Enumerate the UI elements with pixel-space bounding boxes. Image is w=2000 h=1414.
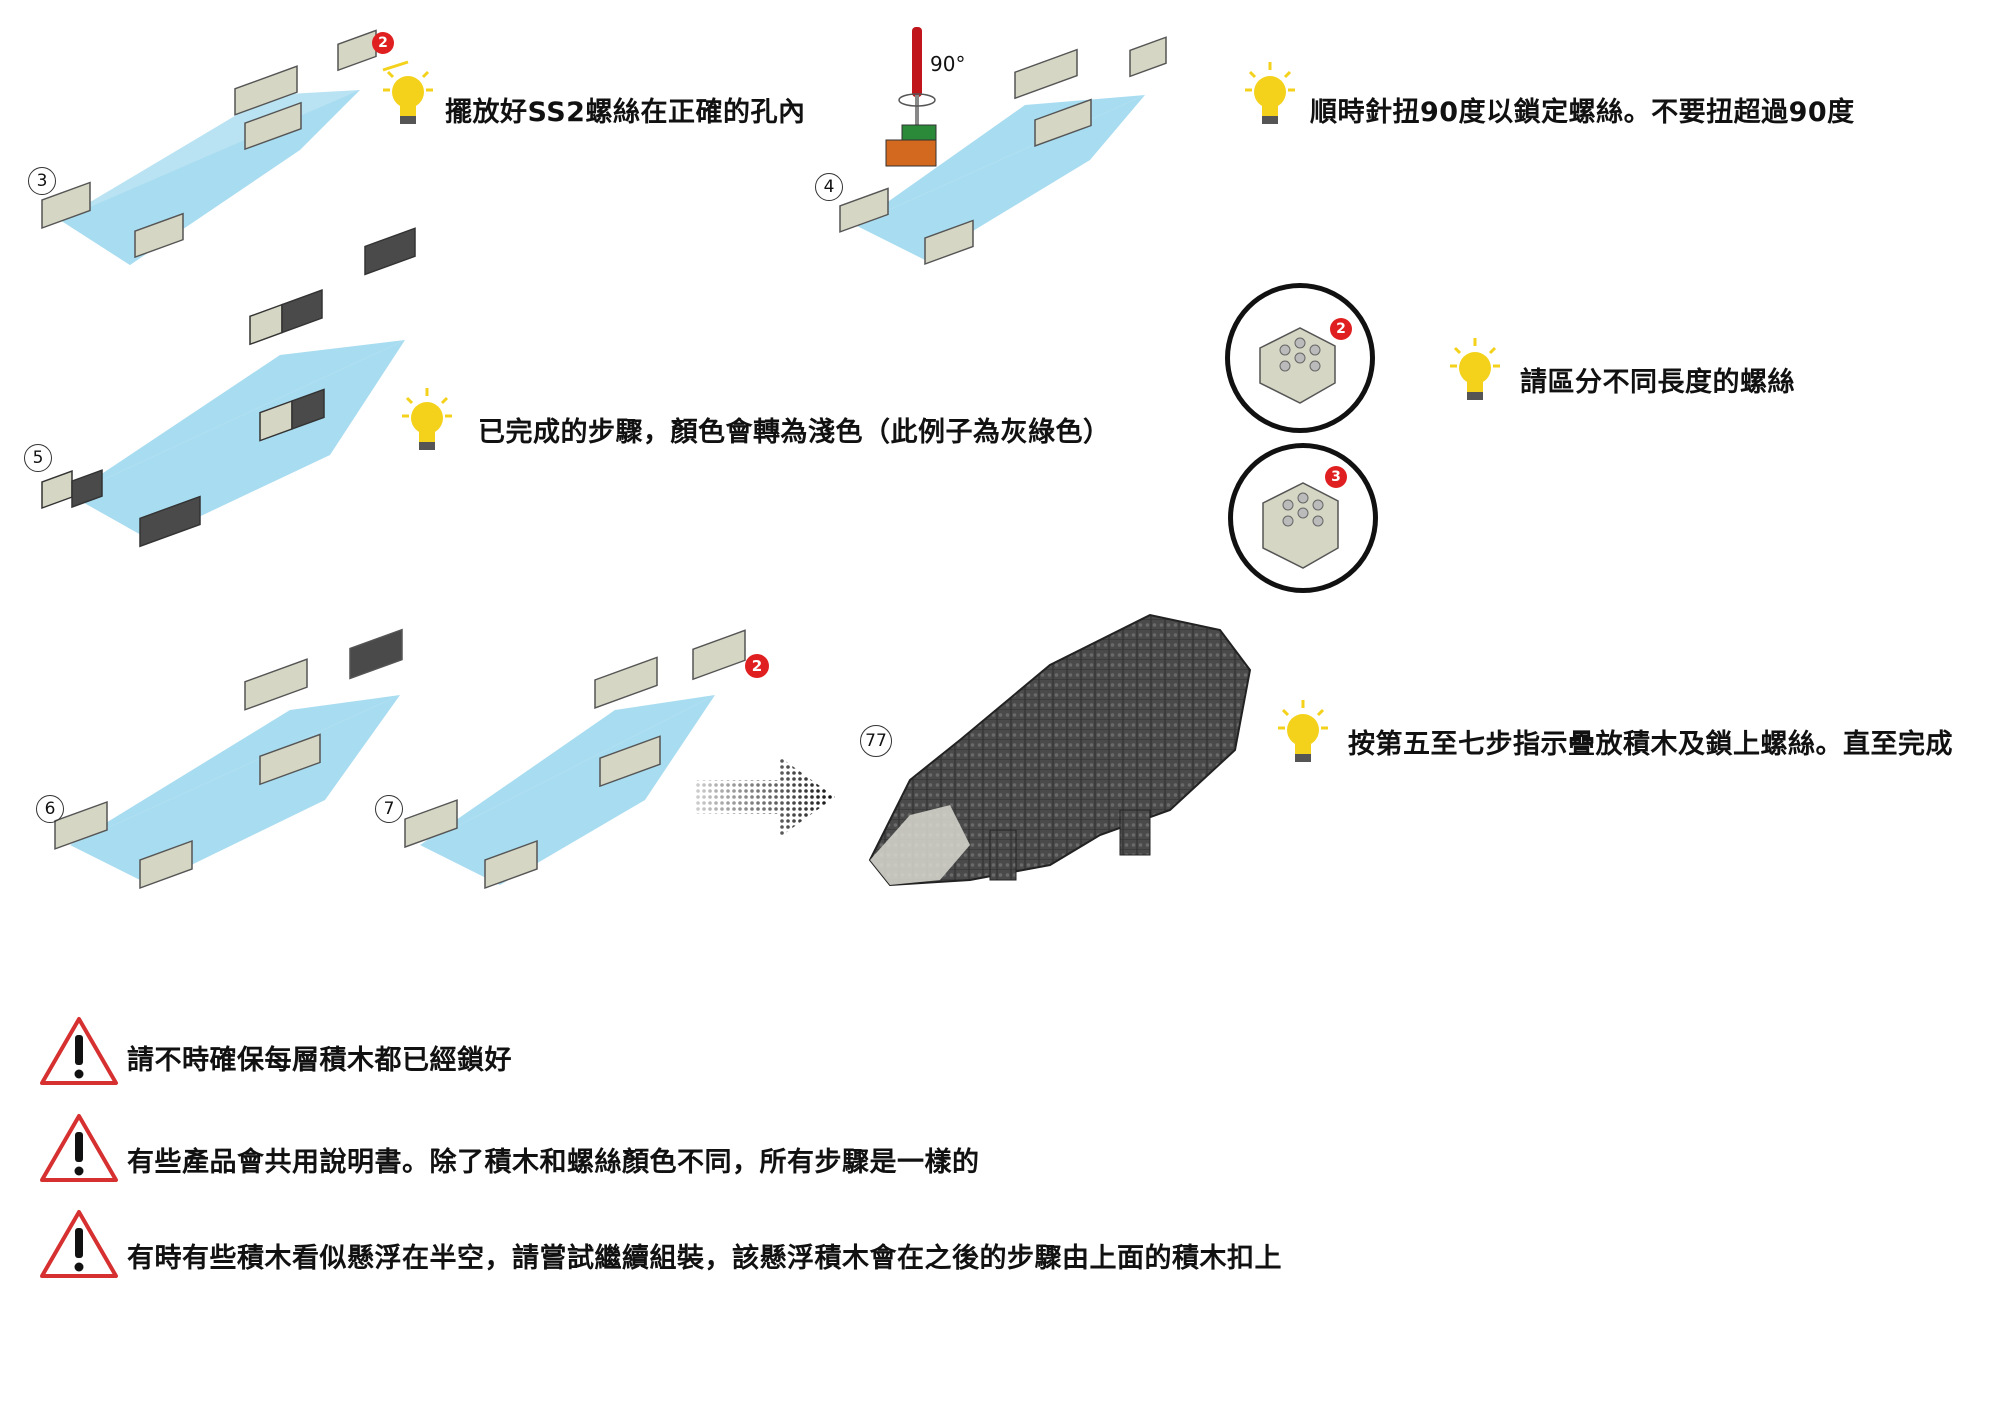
rotation-label: 90° [930, 52, 966, 76]
step-number: 6 [44, 799, 56, 819]
warning-icon [40, 1114, 118, 1182]
warn-lock-layers: 請不時確保每層積木都已經鎖好 [127, 1045, 512, 1076]
step-3-diagram: 3 2 [20, 29, 400, 280]
lightbulb-icon [1450, 338, 1500, 400]
step-number-badge: 77 [860, 725, 892, 757]
step-4-diagram: 4 [815, 30, 1175, 280]
screw-count-badge: 2 [1330, 318, 1352, 340]
step-5-diagram: 5 [20, 227, 440, 560]
finished-model: 77 [850, 600, 1260, 900]
step-number: 4 [823, 177, 835, 197]
step-number: 3 [36, 171, 48, 191]
brick-group [839, 36, 1167, 265]
tip-rotate: 順時針扭90度以鎖定螺絲。不要扭超過90度 [1310, 97, 1855, 128]
step-number: 7 [383, 799, 395, 819]
tip-repeat: 按第五至七步指示疊放積木及鎖上螺絲。直至完成 [1348, 729, 1953, 760]
step-7-diagram: 7 2 [375, 629, 775, 900]
lightbulb-icon [1245, 62, 1295, 124]
tip-completed-color: 已完成的步驟，顏色會轉為淺色（此例子為灰綠色） [478, 417, 1111, 448]
warn-shared-manual: 有些產品會共用說明書。除了積木和螺絲顏色不同，所有步驟是一樣的 [127, 1147, 980, 1178]
warning-icon [40, 1210, 118, 1278]
screw-count-badge: 2 [745, 654, 769, 678]
brick-group [41, 29, 377, 259]
arrow-right-icon [695, 752, 835, 842]
lightbulb-icon [382, 60, 433, 124]
lightbulb-icon [402, 388, 452, 450]
step-number-badge: 5 [24, 444, 52, 472]
brick-group [404, 629, 746, 889]
step-number-badge: 7 [375, 795, 403, 823]
step-number-badge: 4 [815, 173, 843, 201]
step-number: 77 [865, 731, 887, 751]
step-number: 5 [32, 448, 44, 468]
brick-stack [1262, 482, 1339, 569]
screw-length-circle-2: 2 [1225, 283, 1375, 433]
screwdriver-icon [885, 27, 937, 167]
step-number-badge: 6 [36, 795, 64, 823]
screw-length-circle-3: 3 [1228, 443, 1378, 593]
tip-screw-length: 請區分不同長度的螺絲 [1520, 367, 1795, 398]
lightbulb-icon [1278, 700, 1328, 762]
brick-stack [1259, 327, 1336, 404]
step-number-badge: 3 [28, 167, 56, 195]
warn-floating-bricks: 有時有些積木看似懸浮在半空，請嘗試繼續組裝，該懸浮積木會在之後的步驟由上面的積木… [127, 1243, 1282, 1274]
brick-group [41, 227, 416, 548]
step-6-diagram: 6 [30, 628, 430, 900]
screw-count-badge: 2 [372, 32, 394, 54]
brick-group [54, 628, 403, 889]
tip-ss2-screw: 擺放好SS2螺絲在正確的孔內 [445, 97, 806, 128]
warning-icon [40, 1017, 118, 1085]
screw-count-badge: 3 [1325, 466, 1347, 488]
brick-animal [868, 613, 1252, 887]
